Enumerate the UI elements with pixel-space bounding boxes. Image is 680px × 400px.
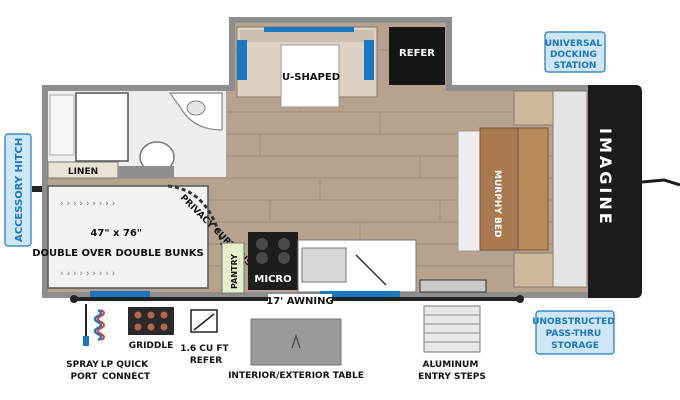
svg-text:› › › › › › › › ›: › › › › › › › › › (60, 269, 115, 279)
entry-landing (419, 279, 487, 293)
spray-port-label: SPRAY PORT (66, 360, 102, 382)
pantry-label: PANTRY (230, 254, 239, 289)
rear-hitch (32, 186, 42, 192)
lp-coil (93, 308, 103, 342)
pantry (221, 242, 245, 294)
awning-end-right (516, 295, 524, 303)
front-cap: IMAGINE (588, 85, 680, 298)
accessory-hitch-box (4, 133, 32, 247)
outdoor-refer-label: 1.6 CU FT REFER (180, 344, 232, 366)
brand-logo: IMAGINE (596, 128, 615, 227)
kitchen: PANTRY MICRO (221, 232, 487, 294)
lp-quick-connect: LP QUICK CONNECT (93, 308, 152, 382)
front-cabinet (552, 90, 588, 288)
griddle-burners (134, 311, 168, 331)
outdoor-refer-door (193, 313, 215, 331)
stove-burners (256, 238, 290, 264)
griddle: GRIDDLE (128, 307, 174, 351)
steps-frame (423, 305, 481, 353)
table-label: INTERIOR/EXTERIOR TABLE (228, 371, 364, 381)
bunk-mattress (47, 185, 209, 289)
sofa-cushions (517, 127, 549, 251)
storage-label: UNOBSTRUCTED PASS-THRU STORAGE (532, 317, 618, 351)
dinette-window-left (237, 40, 247, 80)
entry-steps: ALUMINUM ENTRY STEPS (418, 305, 486, 382)
front-cap-body (588, 85, 642, 298)
microwave (248, 232, 298, 290)
accessory-hitch-callout: ACCESSORY HITCH (4, 133, 32, 247)
dinette: U-SHAPED (236, 26, 378, 108)
dinette-window-top (264, 27, 354, 32)
outdoor-refer: 1.6 CU FT REFER (180, 309, 232, 366)
bath-cabinet (49, 94, 75, 156)
entry-door (355, 254, 387, 286)
table-top (250, 318, 342, 366)
lp-label: LP QUICK CONNECT (101, 360, 152, 382)
spray-port: SPRAY PORT (66, 304, 102, 382)
shower (75, 92, 129, 162)
murphy-bed-label: MURPHY BED (492, 170, 502, 237)
bath-wall-bottom (118, 166, 174, 178)
micro-label: MICRO (254, 274, 291, 285)
accessory-hitch-label: ACCESSORY HITCH (14, 138, 25, 242)
unobstructed-storage-callout: UNOBSTRUCTED PASS-THRU STORAGE (532, 310, 618, 355)
spray-nozzle (83, 336, 89, 346)
docking-label: UNIVERSAL DOCKING STATION (545, 39, 606, 71)
refer-box (389, 27, 445, 85)
refer-unit: REFER (389, 27, 445, 85)
kitchen-sink (301, 247, 347, 283)
svg-text:› › › › › › › › ›: › › › › › › › › › (60, 199, 115, 209)
exterior-light-2 (320, 291, 400, 297)
privacy-curtain (167, 184, 224, 246)
storage-box (535, 310, 615, 355)
entry-steps-label: ALUMINUM ENTRY STEPS (418, 360, 486, 382)
nightstand-bottom (513, 252, 555, 288)
dinette-window-right (364, 40, 374, 80)
bunks: › › › › › › › › › › › › › › › › › › 47" … (32, 184, 253, 289)
universal-docking-station-callout: UNIVERSAL DOCKING STATION (544, 31, 606, 73)
bunks-label: 47" x 76" DOUBLE OVER DOUBLE BUNKS (32, 228, 204, 259)
table-legs (291, 334, 301, 349)
awning: 17' AWNING (70, 291, 524, 307)
dinette-table (280, 44, 340, 108)
refer-label: REFER (399, 48, 435, 59)
docking-box (544, 31, 606, 73)
nightstand-top (513, 90, 555, 126)
exterior-light-1 (90, 291, 150, 297)
awning-label-bg (268, 294, 332, 306)
griddle-top (128, 307, 174, 335)
front-bedroom: MURPHY BED (457, 90, 588, 288)
exterior-table: INTERIOR/EXTERIOR TABLE (228, 318, 364, 381)
dinette-backrest (240, 30, 374, 42)
griddle-label: GRIDDLE (129, 341, 174, 351)
murphy-bed (479, 127, 519, 251)
lp-coil-red (97, 309, 105, 341)
step-treads (424, 314, 480, 343)
awning-end-left (70, 295, 78, 303)
linen-label: LINEN (68, 167, 98, 177)
bathroom: LINEN (47, 91, 226, 179)
tongue-jack (641, 178, 680, 187)
sink-basin (186, 100, 206, 116)
awning-label: 17' AWNING (266, 296, 333, 307)
bunk-chevrons: › › › › › › › › › › › › › › › › › › (60, 199, 115, 279)
dinette-label: U-SHAPED (282, 72, 340, 83)
